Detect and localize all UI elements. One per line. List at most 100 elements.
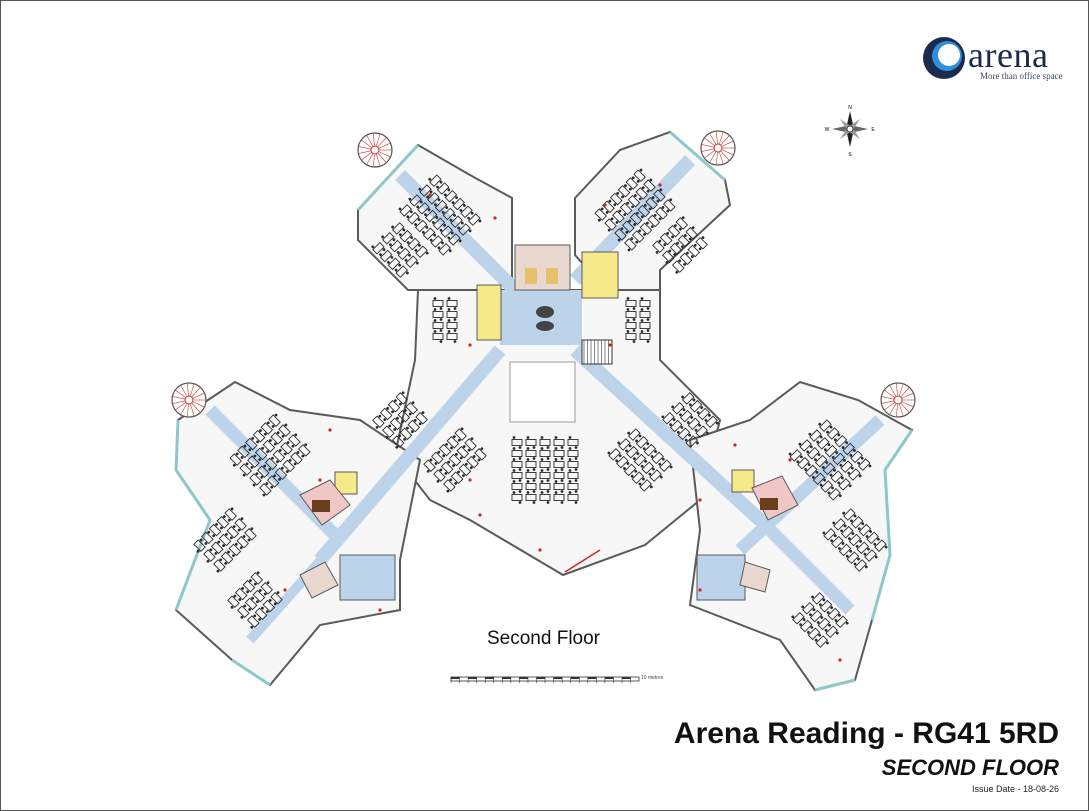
desk — [244, 528, 257, 541]
chair — [574, 457, 578, 460]
table-west-wing — [312, 500, 330, 512]
desk — [539, 439, 551, 446]
chair — [811, 595, 814, 599]
chair — [263, 464, 267, 468]
scale-bar-segment — [570, 677, 580, 679]
desk — [608, 448, 621, 461]
chair — [239, 546, 243, 550]
desk — [539, 483, 551, 490]
desk — [415, 245, 428, 259]
arena-logo: arena More than office space — [920, 30, 1076, 86]
chair — [643, 204, 647, 207]
desk — [645, 196, 658, 210]
chair — [398, 233, 402, 237]
chair — [447, 330, 451, 333]
chair — [427, 208, 431, 212]
compass-west-label: W — [825, 127, 830, 133]
chair — [626, 462, 630, 465]
central-core — [299, 244, 799, 601]
desk — [679, 409, 693, 423]
chair — [439, 228, 443, 232]
desks-west-4 — [372, 391, 428, 449]
chair — [824, 448, 827, 452]
desk — [436, 182, 450, 195]
chair — [554, 480, 558, 483]
chair — [826, 641, 829, 645]
desk — [616, 455, 629, 469]
chair — [389, 243, 392, 247]
desk — [399, 204, 412, 217]
desk — [203, 549, 216, 562]
desk — [819, 419, 832, 432]
chair — [638, 229, 641, 233]
door-swing-mark — [788, 458, 792, 462]
chair — [451, 201, 455, 205]
desk — [820, 480, 834, 493]
desk — [567, 450, 579, 457]
spiral-stair-west — [171, 382, 207, 418]
central-lobby — [500, 290, 582, 345]
desk — [848, 533, 862, 547]
chair — [873, 542, 877, 546]
chair — [874, 555, 878, 559]
desk — [639, 333, 651, 340]
chair — [802, 618, 806, 622]
chair — [445, 443, 448, 446]
chair — [655, 251, 659, 254]
chair — [512, 469, 516, 472]
chair — [858, 474, 862, 478]
chair — [690, 255, 694, 259]
chair — [632, 340, 636, 343]
wing-north-west — [357, 143, 513, 301]
desks-center-east — [607, 428, 673, 492]
chair — [240, 456, 244, 459]
chair — [857, 557, 860, 561]
chair — [243, 444, 247, 448]
desk — [617, 184, 631, 198]
chair — [452, 435, 456, 439]
chair — [204, 542, 208, 545]
desk — [802, 602, 815, 615]
logo-tagline: More than office space — [980, 71, 1063, 81]
spiral-stair-north-east — [700, 130, 736, 166]
corridor-north-west — [395, 170, 525, 300]
desk — [677, 234, 691, 248]
desk — [429, 174, 442, 187]
chair — [253, 582, 257, 586]
chair — [453, 340, 457, 343]
chair — [240, 615, 244, 619]
spiral-stair-west-tread — [186, 403, 189, 417]
desks-ne-2 — [652, 216, 708, 274]
spiral-stairs — [171, 130, 916, 418]
floor-label: Second Floor — [487, 628, 601, 649]
desk — [567, 439, 579, 446]
chair — [215, 523, 218, 526]
spiral-stair-north-east-tread — [715, 131, 718, 145]
chair — [626, 297, 630, 300]
desk — [672, 402, 685, 415]
desk — [234, 518, 247, 531]
chair — [278, 477, 281, 481]
desk — [438, 443, 452, 457]
drawing-subtitle: SECOND FLOOR — [881, 755, 1059, 780]
desk — [807, 627, 821, 641]
chair — [472, 455, 476, 458]
chair — [532, 501, 536, 504]
chair — [801, 605, 805, 609]
chair — [832, 521, 836, 525]
desk — [809, 429, 822, 442]
chair — [459, 456, 463, 460]
chair — [526, 447, 530, 450]
chair — [273, 474, 276, 478]
desk — [242, 579, 256, 593]
chair — [261, 606, 264, 610]
chair — [480, 447, 484, 451]
desk — [407, 237, 421, 251]
door-swing-mark — [378, 608, 382, 612]
desk — [446, 322, 458, 329]
desk — [414, 219, 428, 233]
desk — [382, 232, 395, 245]
chair — [554, 458, 558, 461]
spiral-stair-north-east-tread — [720, 150, 730, 161]
chair — [568, 491, 572, 494]
